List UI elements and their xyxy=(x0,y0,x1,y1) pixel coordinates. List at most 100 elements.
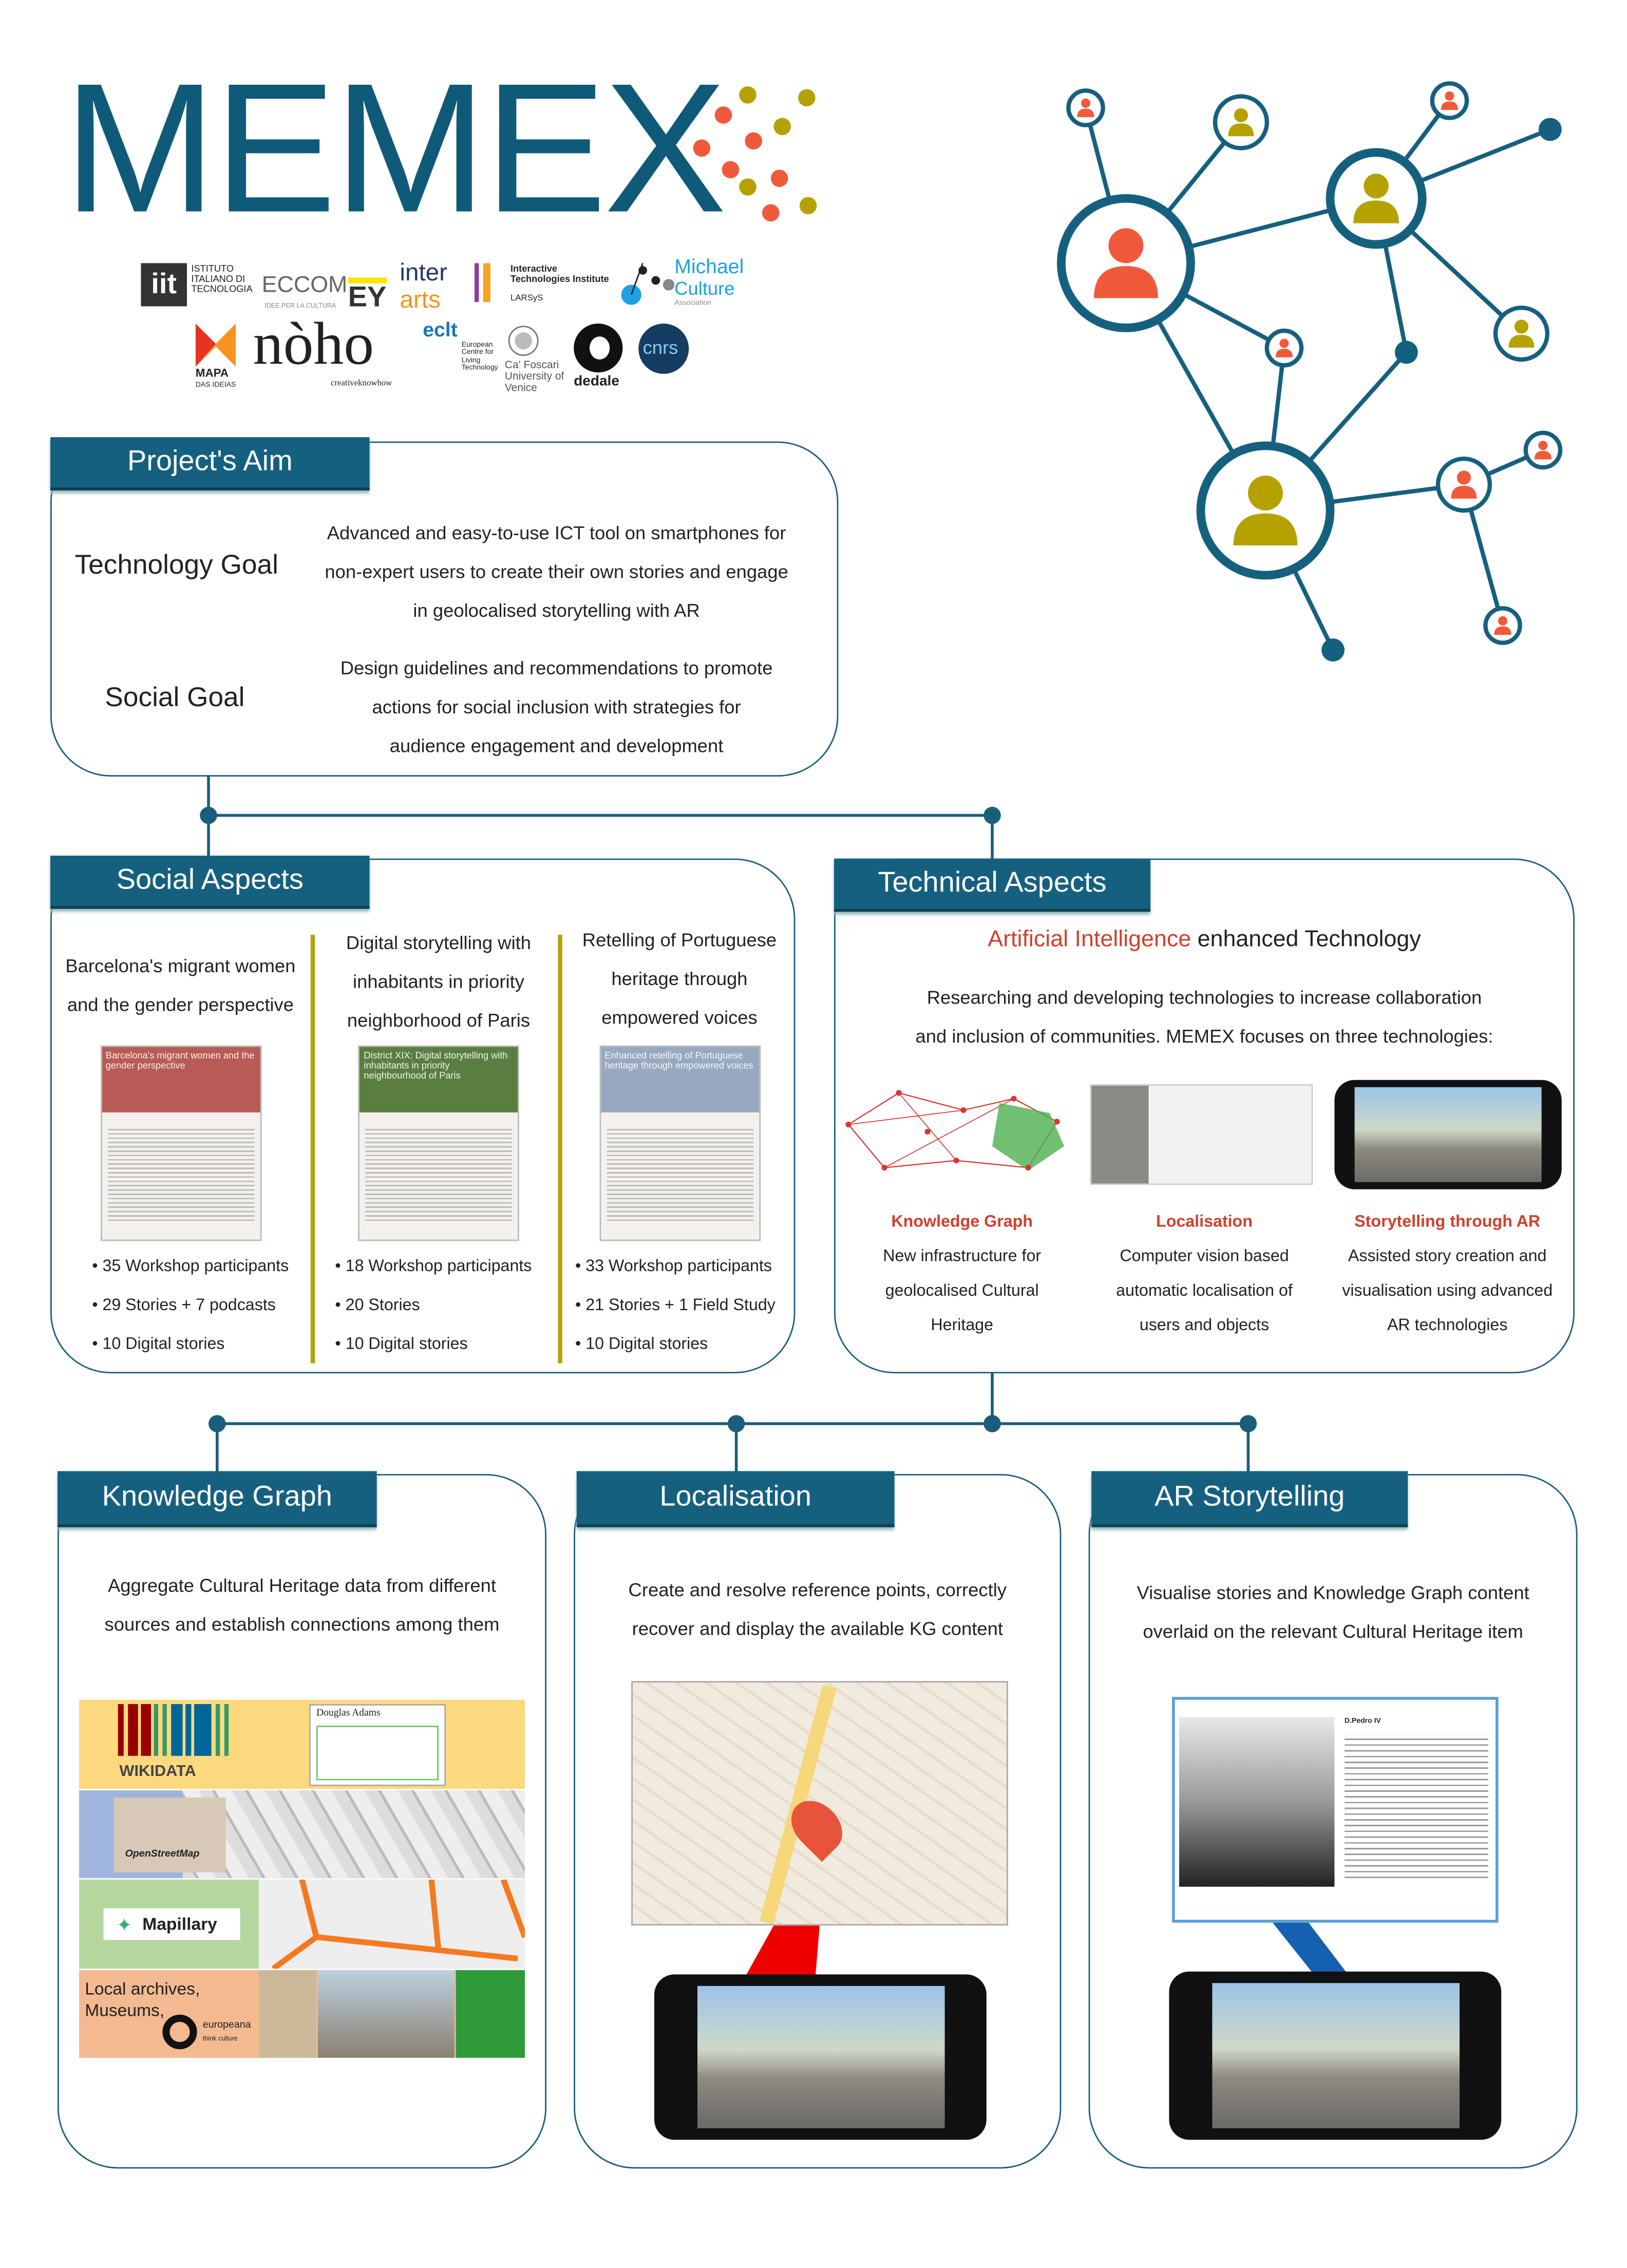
stat-item: • 18 Workshop participants xyxy=(335,1258,532,1276)
dedale-logo: dedale xyxy=(574,374,619,390)
iit-name: ISTITUTO ITALIANO DI TECNOLOGIA xyxy=(191,264,253,294)
pointer-beam xyxy=(745,1925,820,1977)
mapa-icon xyxy=(195,324,236,367)
stat-item: • 10 Digital stories xyxy=(335,1336,468,1353)
interarts-logo-inter: inter xyxy=(400,259,448,287)
openstreetmap-label: OpenStreetMap xyxy=(125,1849,200,1860)
ca-foscari-seal-icon xyxy=(508,326,539,356)
memex-title: MEMEX xyxy=(63,46,727,252)
association-text: Association xyxy=(674,299,711,308)
lisbon-map xyxy=(631,1681,1008,1926)
mapillary-label: Mapillary xyxy=(142,1914,217,1934)
iti-name: Interactive Technologies Institute xyxy=(510,264,609,285)
network-dot xyxy=(1321,638,1345,662)
technology-goal-text: Advanced and easy-to-use ICT tool on sma… xyxy=(325,522,788,621)
archives-row: Local archives, Museums, europeana think… xyxy=(79,1970,525,2058)
archives-label: Local archives, xyxy=(85,1978,200,1999)
eclt-name: European Centre for Living Technology xyxy=(461,341,498,372)
technical-intro: Researching and developing technologies … xyxy=(915,986,1493,1047)
ca-foscari-name: Ca' Foscari University of Venice xyxy=(504,358,564,394)
person-node-icon xyxy=(1493,305,1549,362)
stat-item: • 29 Stories + 7 podcasts xyxy=(92,1297,276,1315)
mapa-logo: MAPA xyxy=(195,367,229,380)
mapillary-row: Mapillary ✦ xyxy=(79,1879,525,1969)
knowledge-graph-text: Aggregate Cultural Heritage data from di… xyxy=(104,1575,500,1635)
person-node-icon xyxy=(1483,606,1522,645)
ey-logo: EY xyxy=(348,277,387,313)
technology-goal-label: Technology Goal xyxy=(74,551,278,581)
pilot-stats: • 35 Workshop participants • 29 Stories +… xyxy=(92,1248,289,1365)
eccom-tagline: IDEE PER LA CULTURA xyxy=(264,302,336,309)
mapillary-icon: ✦ xyxy=(116,1914,133,1936)
stat-item: • 33 Workshop participants xyxy=(575,1258,772,1276)
larsys-name: LARSyS xyxy=(510,295,543,304)
noho-logo: nòho xyxy=(253,312,374,379)
pilot-stats: • 33 Workshop participants• 21 Stories +… xyxy=(575,1248,775,1365)
person-node-icon xyxy=(1196,441,1335,580)
pilot-poster: Enhanced retelling of Portuguese heritag… xyxy=(599,1045,760,1241)
technical-aspects-tab: Technical Aspects xyxy=(834,858,1150,912)
social-goal-text: Design guidelines and recommendations to… xyxy=(340,657,773,757)
michael-logo: Michael xyxy=(674,254,744,278)
project-aim-tab: Project's Aim xyxy=(50,437,370,490)
wikidata-label: WIKIDATA xyxy=(119,1763,196,1781)
technical-headline: Artificial Intelligence enhanced Technol… xyxy=(988,928,1421,952)
person-node-icon xyxy=(1056,194,1195,332)
europeana-tagline: think culture xyxy=(202,2035,238,2042)
cnrs-logo: cnrs xyxy=(642,336,678,358)
stat-item: • 35 Workshop participants xyxy=(92,1258,289,1276)
europeana-icon xyxy=(162,2014,197,2049)
connector-dot xyxy=(1239,1415,1257,1432)
knowledge-graph-tab: Knowledge Graph xyxy=(58,1471,377,1527)
network-dot xyxy=(1395,341,1418,364)
person-node-icon xyxy=(1066,88,1105,127)
person-node-icon xyxy=(1326,148,1427,249)
project-aim-panel xyxy=(50,441,839,777)
connector-dot xyxy=(209,1415,226,1432)
eccom-logo: ECCOM xyxy=(261,273,348,298)
person-node-icon xyxy=(1264,328,1304,368)
memex-dots-logo xyxy=(693,86,817,222)
ar-storytelling-text: Visualise stories and Knowledge Graph co… xyxy=(1137,1582,1529,1642)
wikidata-sample: Douglas Adams xyxy=(309,1704,446,1786)
localisation-image xyxy=(1090,1084,1313,1185)
ar-tablet-screenshot: D.Pedro IV xyxy=(1172,1697,1499,1923)
stat-item: • 10 Digital stories xyxy=(92,1336,225,1353)
ar-phone xyxy=(1169,1971,1502,2140)
network-dot xyxy=(1539,118,1562,141)
person-node-icon xyxy=(1435,456,1492,513)
person-node-icon xyxy=(1430,81,1469,120)
pilot-poster: District XIX: Digital storytelling with … xyxy=(358,1045,519,1241)
social-goal-label: Social Goal xyxy=(105,683,245,713)
noho-tagline: creativeknowhow xyxy=(331,380,392,388)
museums-label: Museums, xyxy=(85,2000,165,2020)
pilot-poster: Barcelona's migrant women and the gender… xyxy=(100,1045,261,1241)
pilot-stats: • 18 Workshop participants • 20 Stories • … xyxy=(335,1248,532,1365)
stat-item: • 10 Digital stories xyxy=(575,1336,708,1353)
stat-item: • 20 Stories xyxy=(335,1297,420,1315)
europeana-label: europeana xyxy=(202,2020,251,2031)
mapa-tagline: DAS IDEIAS xyxy=(195,381,236,390)
cnrs-icon xyxy=(638,324,689,374)
openstreetmap-row: OpenStreetMap xyxy=(79,1790,525,1878)
person-node-icon xyxy=(1523,430,1563,470)
localisation-tab: Localisation xyxy=(576,1471,895,1527)
wikidata-barcode-icon xyxy=(118,1704,229,1756)
eclt-logo: eclt xyxy=(423,317,458,341)
connector-dot xyxy=(983,1415,1001,1432)
localisation-phone xyxy=(654,1974,987,2140)
culture-logo: Culture xyxy=(674,277,735,299)
social-aspects-tab: Social Aspects xyxy=(50,856,370,909)
wikidata-row: WIKIDATA Douglas Adams xyxy=(79,1699,525,1789)
knowledge-graph-image xyxy=(845,1090,1064,1171)
connector-dot xyxy=(983,806,1001,824)
story-title: D.Pedro IV xyxy=(1345,1717,1381,1726)
tech-item: Storytelling through AR Assisted story c… xyxy=(1342,1214,1553,1335)
ar-storytelling-tab: AR Storytelling xyxy=(1091,1471,1408,1527)
connector-dot xyxy=(727,1415,745,1432)
